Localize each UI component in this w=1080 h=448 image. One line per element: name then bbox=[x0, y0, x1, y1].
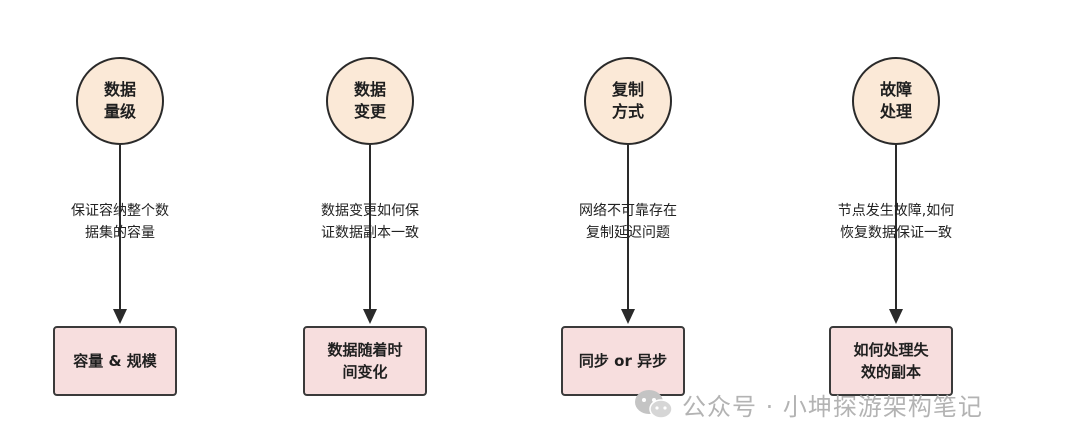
category-node-replication-mode: 复制 方式 bbox=[584, 57, 672, 145]
category-node-data-scale: 数据 量级 bbox=[76, 57, 164, 145]
edge-label: 数据变更如何保 证数据副本一致 bbox=[321, 203, 419, 241]
arrow-head-icon bbox=[113, 309, 127, 324]
arrow-line bbox=[369, 145, 371, 313]
category-node-data-change: 数据 变更 bbox=[326, 57, 414, 145]
flow-column-data-change: 数据 变更 数据变更如何保 证数据副本一致 数据随着时 间变化 bbox=[250, 0, 490, 448]
category-node-fault-handling: 故障 处理 bbox=[852, 57, 940, 145]
flow-column-data-scale: 数据 量级 保证容纳整个数 据集的容量 容量 & 规模 bbox=[0, 0, 240, 448]
result-node-label: 同步 or 异步 bbox=[578, 352, 668, 370]
edge-label: 节点发生故障,如何 恢复数据保证一致 bbox=[837, 203, 955, 241]
result-node-capacity: 容量 & 规模 bbox=[53, 326, 177, 396]
edge-label: 网络不可靠存在 复制延迟问题 bbox=[579, 203, 677, 241]
arrow-line bbox=[627, 145, 629, 313]
result-node-label: 容量 & 规模 bbox=[73, 352, 157, 370]
category-node-label: 故障 处理 bbox=[879, 80, 912, 121]
arrow-line bbox=[119, 145, 121, 313]
wechat-icon bbox=[632, 387, 676, 421]
arrow-head-icon bbox=[363, 309, 377, 324]
result-node-label: 如何处理失 效的副本 bbox=[853, 341, 929, 381]
arrow-head-icon bbox=[889, 309, 903, 324]
result-node-sync-async: 同步 or 异步 bbox=[561, 326, 685, 396]
arrow-line bbox=[895, 145, 897, 313]
result-node-failed-replica: 如何处理失 效的副本 bbox=[829, 326, 953, 396]
category-node-label: 数据 变更 bbox=[353, 80, 386, 121]
edge-label: 保证容纳整个数 据集的容量 bbox=[71, 203, 169, 241]
watermark: 公众号 · 小坤探游架构笔记 bbox=[632, 384, 983, 424]
result-node-label: 数据随着时 间变化 bbox=[327, 341, 403, 381]
arrow-head-icon bbox=[621, 309, 635, 324]
watermark-text: 公众号 · 小坤探游架构笔记 bbox=[682, 392, 983, 421]
category-node-label: 复制 方式 bbox=[611, 80, 644, 121]
flow-column-replication-mode: 复制 方式 网络不可靠存在 复制延迟问题 同步 or 异步 bbox=[508, 0, 748, 448]
result-node-change-over-time: 数据随着时 间变化 bbox=[303, 326, 427, 396]
flow-column-fault-handling: 故障 处理 节点发生故障,如何 恢复数据保证一致 如何处理失 效的副本 bbox=[776, 0, 1016, 448]
category-node-label: 数据 量级 bbox=[103, 80, 136, 121]
